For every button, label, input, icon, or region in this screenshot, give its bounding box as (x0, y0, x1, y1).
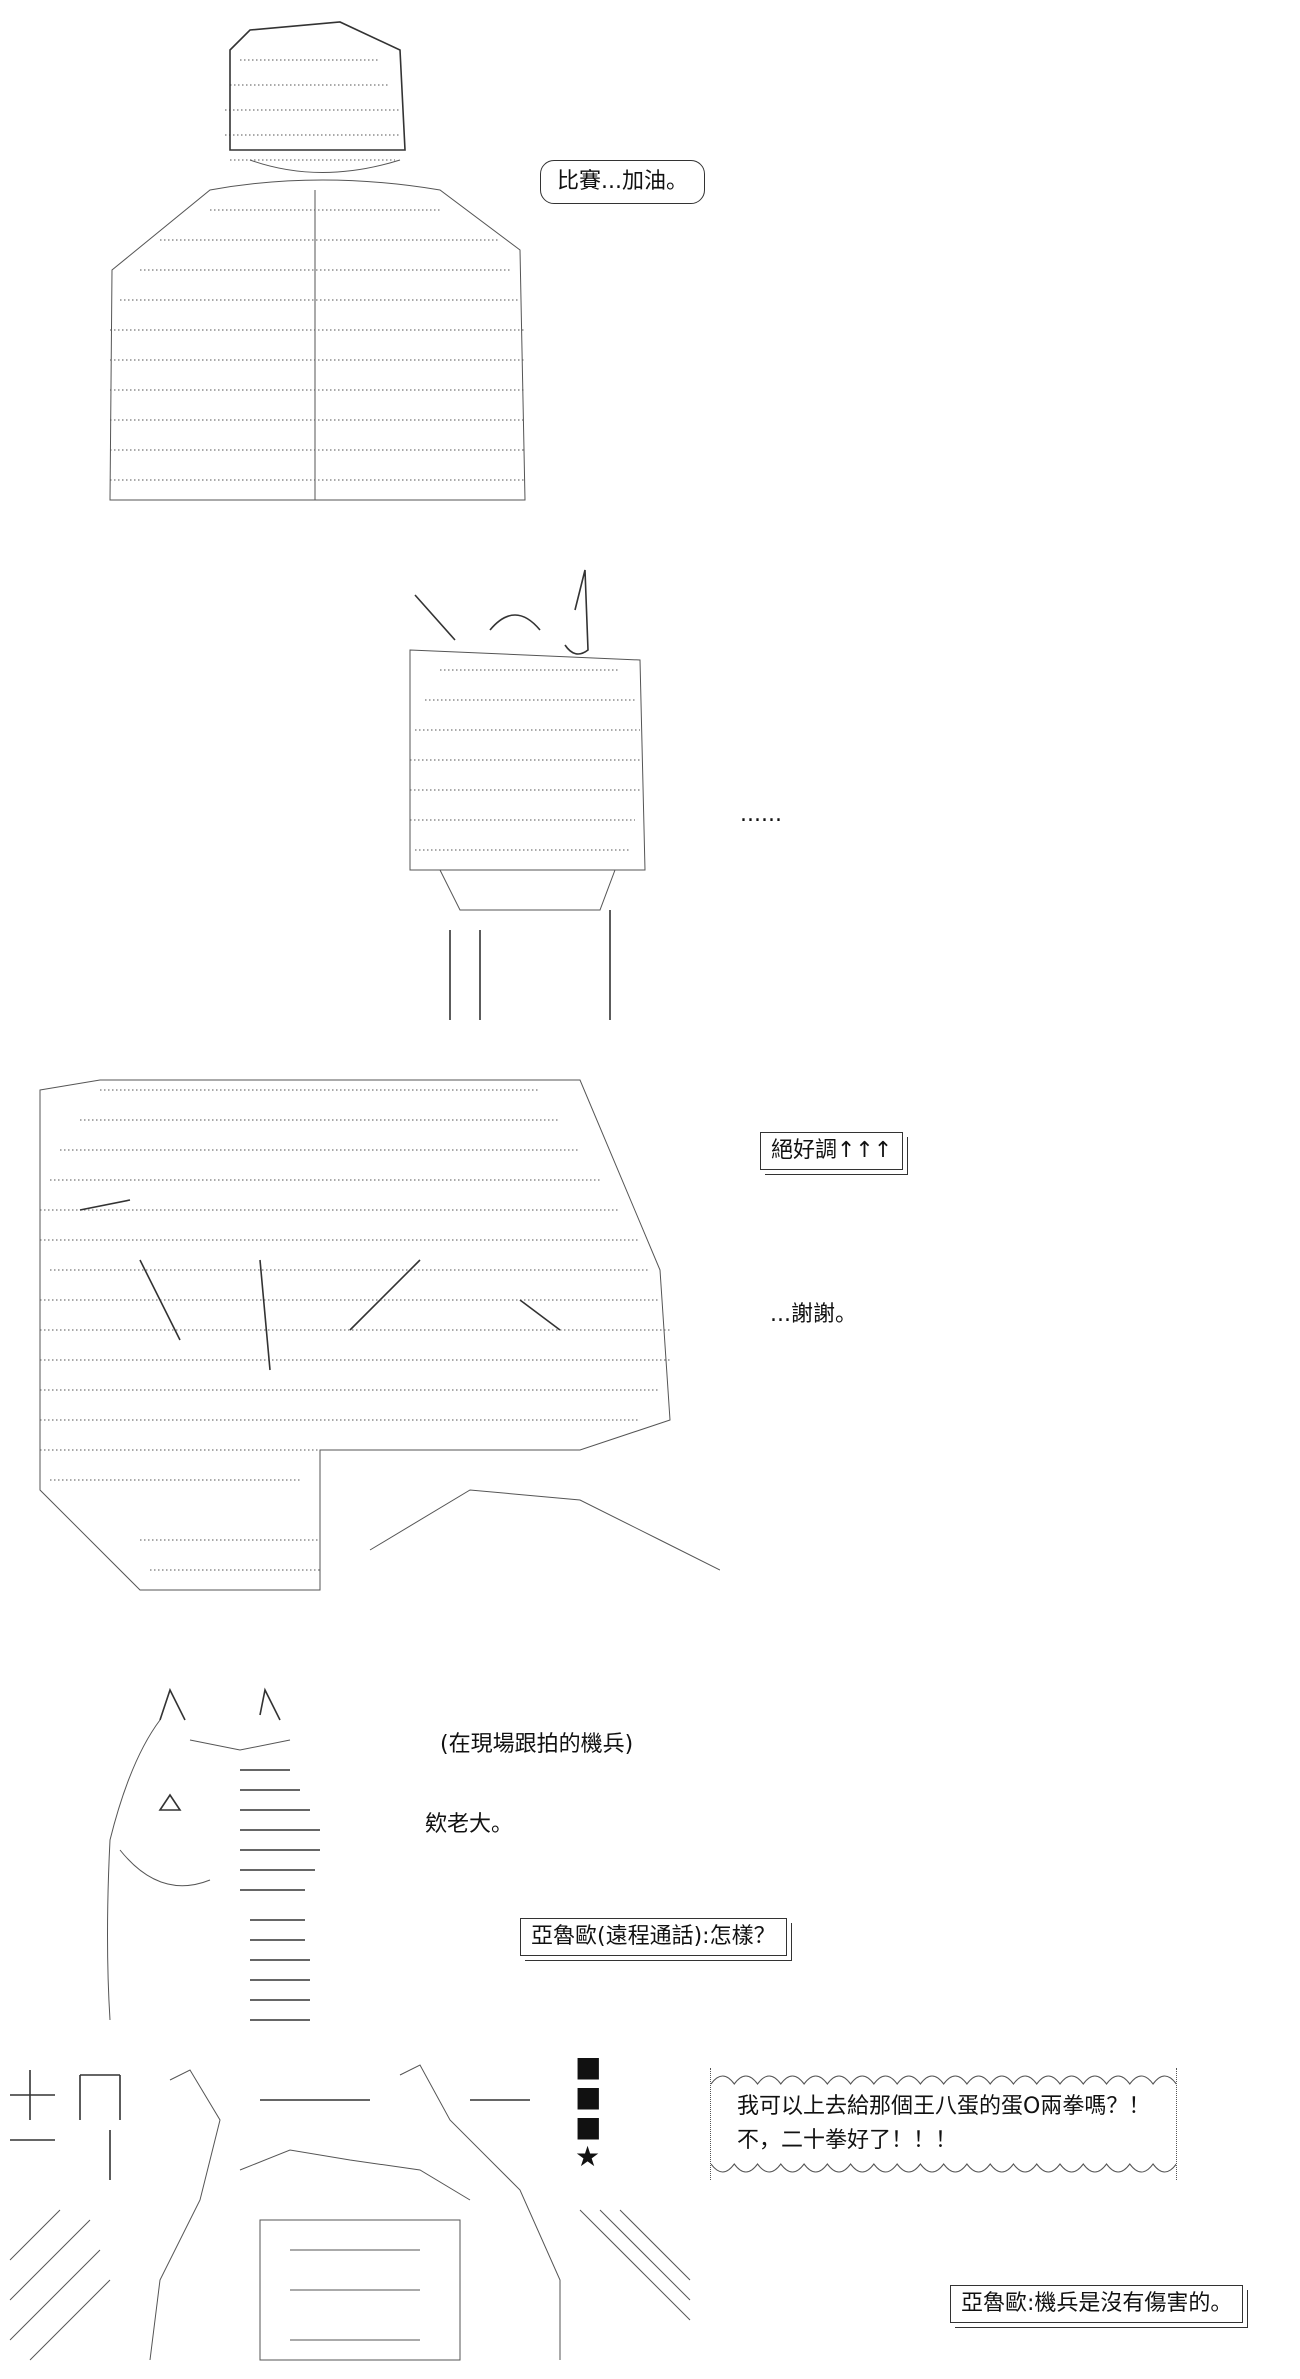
no-damage-box: 亞魯歐:機兵是沒有傷害的。 (950, 2285, 1249, 2328)
square-icon-2: ■ (575, 2080, 602, 2113)
hey-boss-speech: 欸老大。 (425, 1810, 513, 1840)
square-icon-3: ■ (575, 2110, 602, 2143)
furious-character-art (0, 2060, 700, 2370)
panel-3: 絕好調↑↑↑ ...謝謝。 (0, 1060, 1300, 1660)
bubble-wave-top (711, 2075, 1177, 2085)
ellipsis-speech: ...... (740, 800, 782, 830)
no-damage-text: 亞魯歐:機兵是沒有傷害的。 (961, 2291, 1233, 2316)
panel-2: ...... (0, 540, 1300, 1040)
caption-text: (在現場跟拍的機兵) (440, 1732, 634, 1757)
shout-bubble: 我可以上去給那個王八蛋的蛋O兩拳嗎？！ 不，二十拳好了！！！ (710, 2068, 1178, 2180)
speech-bubble-cheer: 比賽...加油。 (540, 160, 705, 204)
hooded-figure-art (100, 10, 540, 510)
panel-4: (在現場跟拍的機兵) 欸老大。 亞魯歐(遠程通話):怎樣？ (0, 1670, 1300, 2040)
status-text: 絕好調↑↑↑ (771, 1138, 893, 1163)
shout-line-2: 不，二十拳好了！！！ (737, 2128, 958, 2153)
bubble-wave-bottom (711, 2163, 1177, 2173)
cat-eared-character-art (400, 550, 660, 1030)
square-icon-1: ■ (575, 2050, 602, 2083)
status-box: 絕好調↑↑↑ (760, 1132, 909, 1175)
thanks-text: ...謝謝。 (770, 1302, 857, 1327)
thanks-speech: ...謝謝。 (770, 1300, 857, 1330)
caption-cameraman: (在現場跟拍的機兵) (440, 1730, 633, 1760)
remote-call-box: 亞魯歐(遠程通話):怎樣？ (520, 1918, 792, 1961)
bowing-character-art (20, 1070, 720, 1640)
remote-call-text: 亞魯歐(遠程通話):怎樣？ (531, 1924, 776, 1949)
ellipsis-text: ...... (740, 802, 782, 827)
shout-line-1: 我可以上去給那個王八蛋的蛋O兩拳嗎？！ (737, 2094, 1151, 2119)
panel-5: ■ ■ ■ ★ 我可以上去給那個王八蛋的蛋O兩拳嗎？！ 不，二十拳好了！！！ 亞… (0, 2050, 1300, 2379)
star-icon: ★ (575, 2140, 601, 2173)
speech-text: 比賽...加油。 (557, 169, 688, 194)
panel-1: 比賽...加油。 (0, 0, 1300, 520)
robot-soldier-art (90, 1680, 350, 2030)
hey-boss-text: 欸老大。 (425, 1812, 514, 1837)
